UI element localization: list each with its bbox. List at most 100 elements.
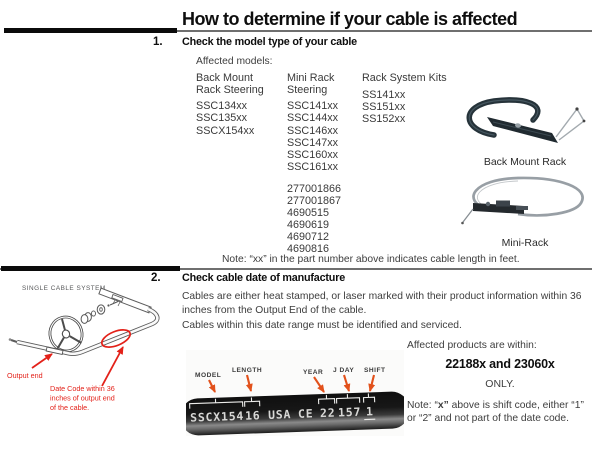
model-bracket xyxy=(189,398,244,409)
affected-models-label: Affected models: xyxy=(196,56,273,67)
model-item: SS152xx xyxy=(362,113,406,126)
wire-tip xyxy=(582,119,586,123)
affected-range: 22188x and 23060x xyxy=(445,357,555,371)
rack-body xyxy=(487,117,558,143)
length-callout-label: LENGTH xyxy=(232,367,262,374)
shaft-bolt xyxy=(107,304,110,307)
model-list: SS141xx SS151xx SS152xx xyxy=(362,89,474,126)
rack-body xyxy=(473,203,524,214)
model-item: SSC160xx xyxy=(287,149,339,162)
model-item: SS151xx xyxy=(362,100,406,113)
part-number: 4690619 xyxy=(287,219,330,232)
rack-bolt xyxy=(485,201,491,207)
steering-wheel xyxy=(48,315,84,353)
part-number: 277001866 xyxy=(287,183,342,195)
rack-detail xyxy=(496,200,510,207)
model-item: SSCX154xx xyxy=(196,124,255,137)
mini-rack-caption: Mini-Rack xyxy=(501,237,549,249)
back-mount-rack-photo xyxy=(466,97,586,143)
section2-black-bar xyxy=(1,266,180,271)
stamped-cable-photo: SSCX154 16 USA CE 22 157 1 MODEL LENGTH … xyxy=(186,350,404,436)
shift-code-note: Note: “x” above is shift code, either “1… xyxy=(407,400,584,424)
jday-bracket xyxy=(335,394,361,404)
date-code-label-line3: of the cable. xyxy=(50,403,89,412)
year-bracket xyxy=(317,394,336,405)
jday-arrow xyxy=(342,374,351,392)
model-item: SSC161xx xyxy=(287,161,339,174)
part-number: 4690816 xyxy=(287,243,330,256)
output-fitting xyxy=(45,346,64,356)
model-item: SSC135xx xyxy=(196,112,248,125)
section2-number: 2. xyxy=(151,272,161,284)
affected-products-block: Affected products are within: 22188x and… xyxy=(407,340,593,425)
section1-number: 1. xyxy=(153,36,163,48)
model-list: SSC141xx SSC144xx SSC146xx SSC147xx SSC1… xyxy=(287,100,371,174)
bezel-center xyxy=(99,307,103,312)
section2-heading: Check cable date of manufacture xyxy=(182,272,346,284)
stamp-ce-mark: CE xyxy=(298,406,314,421)
page-title: How to determine if your cable is affect… xyxy=(182,9,518,29)
cable-body-group: SSCX154 16 USA CE 22 157 1 xyxy=(186,391,404,436)
cable-tip xyxy=(10,339,18,343)
column-rack-system-kits: Rack System Kits SS141xx SS151xx SS152xx xyxy=(362,72,474,126)
model-item: SSC144xx xyxy=(287,112,339,125)
section1-heading: Check the model type of your cable xyxy=(182,36,357,48)
jday-callout-label: J DAY xyxy=(333,367,354,374)
model-item: SSC141xx xyxy=(287,100,339,112)
section2-rule xyxy=(0,268,592,270)
part-number: 4690515 xyxy=(287,207,330,220)
helm-cylinder xyxy=(80,314,89,324)
shift-bracket xyxy=(362,393,376,403)
year-callout-label: YEAR xyxy=(303,369,323,376)
washer xyxy=(91,310,96,317)
tip-end xyxy=(461,221,464,225)
model-item: SSC134xx xyxy=(196,100,248,112)
output-tip xyxy=(462,208,474,223)
shift-callout-label: SHIFT xyxy=(364,367,386,374)
length-bracket xyxy=(244,397,261,407)
cable-tip-end xyxy=(8,338,12,341)
model-callout-label: MODEL xyxy=(195,372,221,379)
column-back-mount-rack-steering: Back Mount Rack Steering SSC134xx SSC135… xyxy=(196,72,286,137)
service-paragraph: Cables within this date range must be id… xyxy=(182,320,462,331)
single-cable-system-diagram: SINGLE CABLE SYSTEM xyxy=(7,285,160,412)
shaft-rod xyxy=(109,301,119,306)
mini-rack-photo xyxy=(461,176,584,225)
length-arrow xyxy=(245,374,253,392)
shift-arrow xyxy=(368,374,376,392)
diagram-title: SINGLE CABLE SYSTEM xyxy=(22,285,106,292)
rack-tube xyxy=(98,287,152,314)
rack-clamp xyxy=(111,293,124,303)
rack-collar xyxy=(515,123,521,128)
stamp-length: 16 xyxy=(245,408,261,423)
section1-rule xyxy=(4,30,592,32)
output-end-label: Output end xyxy=(7,371,43,380)
length-note: Note: “xx” in the part number above indi… xyxy=(222,254,520,265)
model-item: SSC146xx xyxy=(287,124,339,137)
output-wires xyxy=(555,107,585,141)
stamp-jday: 157 xyxy=(338,405,362,420)
column-mini-rack-steering: Mini Rack Steering SSC141xx SSC144xx SSC… xyxy=(287,72,371,174)
date-code-label-line2: inches of output end xyxy=(50,394,115,403)
section1-black-bar xyxy=(4,28,177,33)
rack-detail xyxy=(516,206,528,210)
column-header: Mini Rack Steering xyxy=(287,72,335,96)
date-code-label-line1: Date Code within 36 xyxy=(50,384,115,393)
output-end-arrow xyxy=(31,353,53,369)
column-header: Back Mount Rack Steering xyxy=(196,72,264,96)
affected-only: ONLY. xyxy=(485,378,515,390)
cable-loop xyxy=(472,176,584,217)
rack-highlight xyxy=(492,121,552,137)
model-item: SSC147xx xyxy=(287,136,339,149)
wire-tip xyxy=(575,107,579,111)
model-list: SSC134xx SSC135xx SSCX154xx xyxy=(196,100,286,137)
stamp-info-paragraph: Cables are either heat stamped, or laser… xyxy=(182,291,582,316)
stamp-model: SSCX154 xyxy=(190,409,245,425)
back-mount-rack-caption: Back Mount Rack xyxy=(483,156,567,168)
stamp-origin: USA xyxy=(268,407,292,422)
date-code-circle xyxy=(100,329,132,348)
stamp-year: 22 xyxy=(320,406,336,421)
cable-loop-sheen xyxy=(468,99,539,136)
clamp-leg xyxy=(117,301,121,307)
